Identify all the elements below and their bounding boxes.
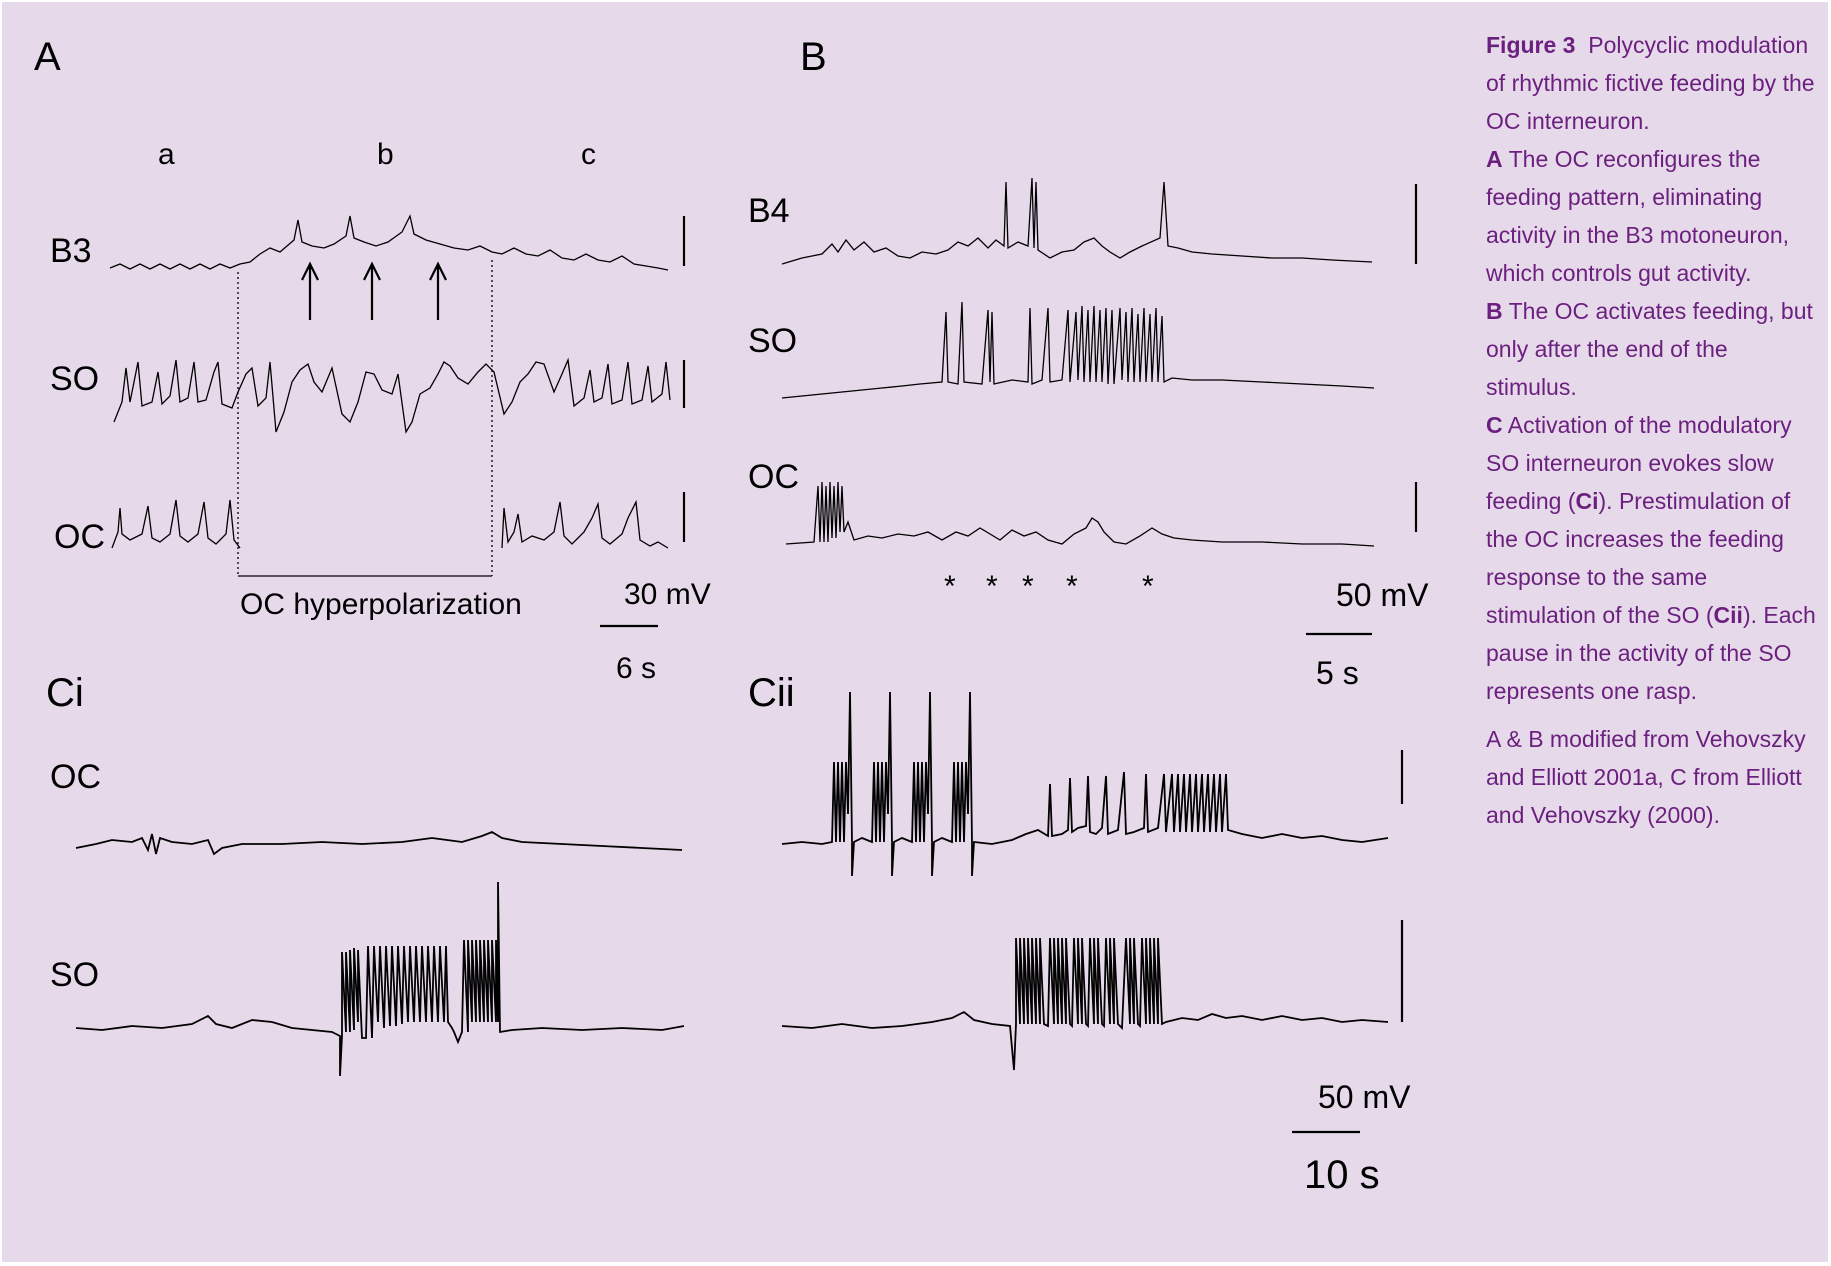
caption-b-text: The OC activates feeding, but only after… [1486, 298, 1813, 400]
panel-ci-label: Ci [46, 671, 84, 715]
so-trace-b [781, 301, 1375, 399]
so-trace-cii [781, 937, 1389, 1071]
star-marker: * [1066, 570, 1078, 603]
figure-caption: Figure 3 Polycyclic modulation of rhythm… [1486, 26, 1816, 834]
panel-b-label: B [800, 35, 827, 79]
scale-voltage-a: 30 mV [624, 578, 711, 611]
scale-time-a: 6 s [616, 652, 656, 685]
trace-label-b4: B4 [748, 192, 790, 230]
trace-label-oc-b: OC [748, 458, 799, 496]
star-marker: * [944, 570, 956, 603]
panel-a-traces [109, 214, 671, 577]
oc-trace-b [785, 481, 1375, 547]
star-marker: * [1022, 570, 1034, 603]
oc-trace-a [111, 499, 669, 549]
caption-c-text-3: ). Each pause in the activity of the SO … [1486, 602, 1816, 704]
arrow-up-icon [363, 261, 381, 320]
caption-b-key: B [1486, 298, 1503, 324]
panel-c-scale-bars [1292, 750, 1404, 1134]
panel-a-label: A [34, 35, 61, 79]
arrow-up-icon [429, 261, 447, 320]
phase-a-label: a [158, 138, 175, 171]
caption-source: A & B modified from Vehovszky and Elliot… [1486, 726, 1806, 828]
trace-label-oc-ci: OC [50, 758, 101, 796]
caption-a-text: The OC reconfigures the feeding pattern,… [1486, 146, 1789, 286]
b4-trace [781, 177, 1373, 265]
oc-trace-ci [75, 830, 683, 856]
panel-cii-label: Cii [748, 671, 795, 715]
oc-hyperpolarization-label: OC hyperpolarization [240, 588, 522, 621]
arrow-up-icon [301, 261, 319, 320]
caption-b-paragraph: B The OC activates feeding, but only aft… [1486, 292, 1816, 406]
caption-c-text-2: ). Prestimulation of the OC increases th… [1486, 488, 1791, 628]
star-marker: * [986, 570, 998, 603]
so-trace-a [113, 357, 671, 434]
caption-c-key: C [1486, 412, 1503, 438]
caption-c-paragraph: C Activation of the modulatory SO intern… [1486, 406, 1816, 710]
trace-label-so-b: SO [748, 322, 797, 360]
caption-c-ref-cii: Cii [1713, 602, 1743, 628]
trace-label-so-ci: SO [50, 956, 99, 994]
hyperpolarization-box [237, 260, 493, 576]
scale-voltage-c: 50 mV [1318, 1079, 1411, 1115]
panel-b-scale-bars [1306, 184, 1418, 636]
caption-c-text-1: Activation of the modulatory SO interneu… [1486, 412, 1792, 514]
phase-b-label: b [377, 138, 394, 171]
scale-time-b: 5 s [1316, 655, 1359, 691]
caption-title-paragraph: Figure 3 Polycyclic modulation of rhythm… [1486, 26, 1816, 140]
panel-b-traces [781, 177, 1375, 547]
phase-c-label: c [581, 138, 596, 171]
panel-cii-traces [781, 691, 1389, 1071]
oc-trace-cii [781, 691, 1389, 877]
scale-time-c: 10 s [1304, 1153, 1380, 1197]
caption-a-paragraph: A The OC reconfigures the feeding patter… [1486, 140, 1816, 292]
trace-label-oc-a: OC [54, 518, 105, 556]
caption-a-key: A [1486, 146, 1503, 172]
scale-voltage-b: 50 mV [1336, 577, 1429, 613]
so-trace-ci [75, 881, 685, 1077]
trace-label-so-a: SO [50, 360, 99, 398]
caption-c-ref-ci: Ci [1575, 488, 1599, 514]
trace-label-b3: B3 [50, 232, 92, 270]
panel-ci-traces [75, 830, 685, 1077]
panel-a-arrows [301, 216, 686, 628]
star-marker: * [1142, 570, 1154, 603]
caption-figure-number: Figure 3 [1486, 32, 1576, 58]
caption-title-text: Polycyclic modulation of rhythmic fictiv… [1486, 32, 1815, 134]
b3-trace [109, 214, 669, 271]
